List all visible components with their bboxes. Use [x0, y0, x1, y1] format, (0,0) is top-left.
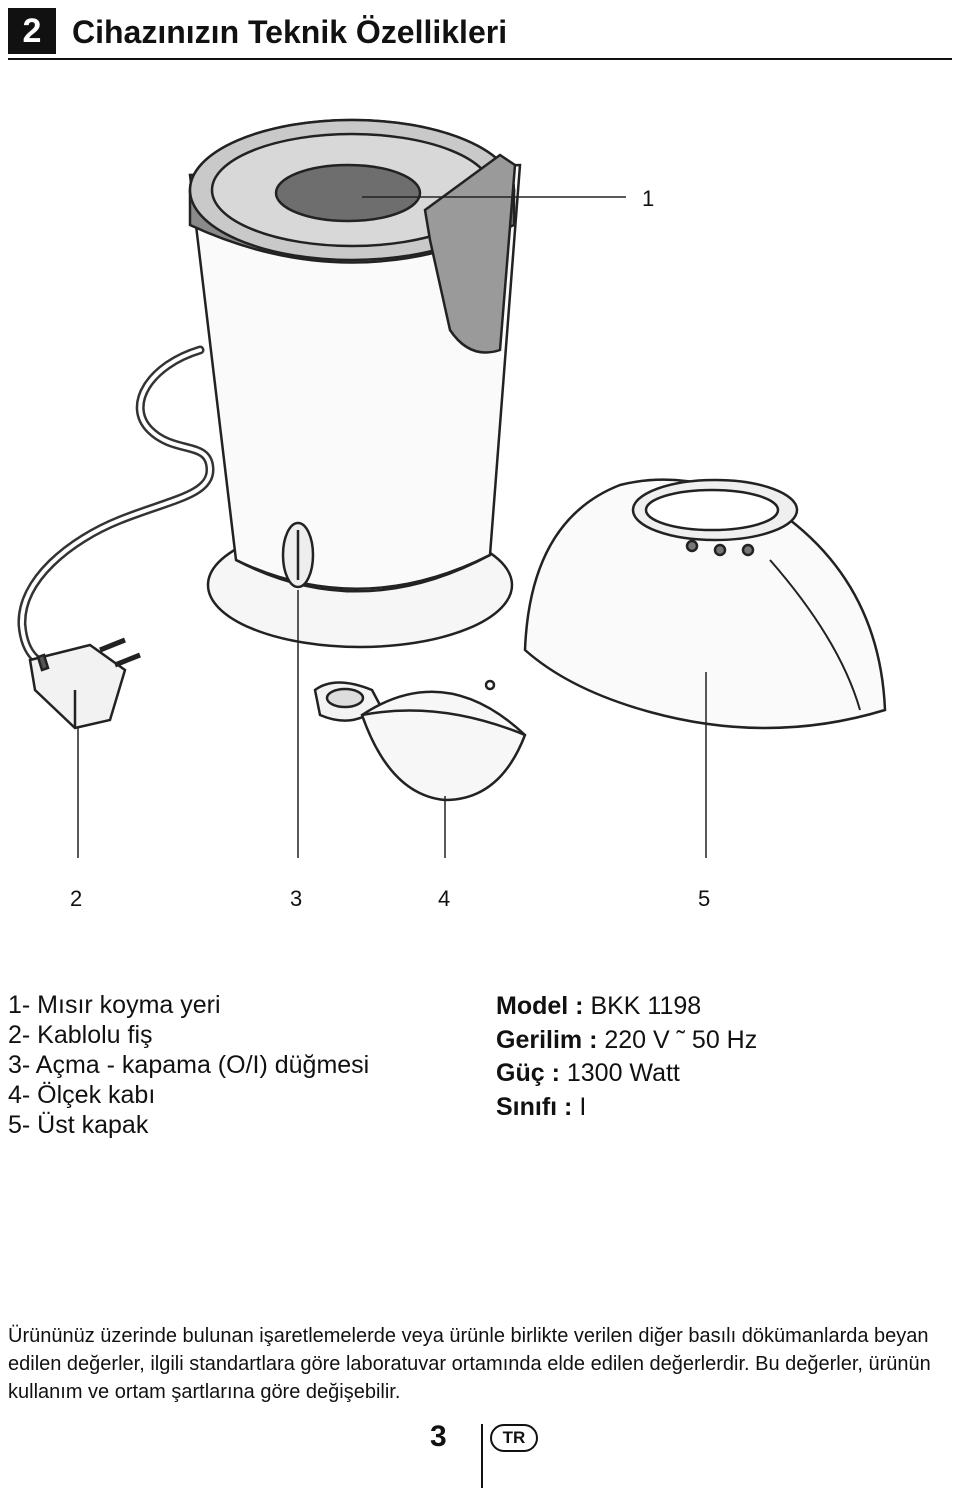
spec-value: 220 V ˜ 50 Hz — [597, 1025, 758, 1054]
disclaimer-note: Ürününüz üzerinde bulunan işaretlemelerd… — [8, 1325, 931, 1403]
top-lid — [523, 478, 887, 730]
callout-1: 1 — [642, 186, 655, 211]
page-title: Cihazınızın Teknik Özellikleri — [72, 14, 508, 50]
plug — [28, 637, 141, 730]
spec-value: 1300 Watt — [559, 1059, 680, 1087]
callout-2: 2 — [70, 886, 83, 911]
measuring-cup — [313, 679, 527, 802]
spec-label: Güç : — [496, 1059, 560, 1087]
popcorn-maker-illustration — [17, 118, 887, 858]
callout-4: 4 — [438, 886, 451, 911]
page-number: 3 — [430, 1420, 447, 1453]
spec-label: Gerilim : — [496, 1025, 598, 1054]
list-item: 1- Mısır koyma yeri — [8, 991, 221, 1019]
list-item: 3- Açma - kapama (O/I) düğmesi — [8, 1051, 370, 1079]
callout-5: 5 — [698, 886, 711, 911]
footer-divider — [481, 1424, 483, 1488]
spec-power: Güç : 1300 Watt — [496, 1057, 757, 1091]
section-header: 2 Cihazınızın Teknik Özellikleri — [8, 6, 952, 60]
power-cord — [17, 345, 215, 667]
language-badge: TR — [490, 1424, 538, 1452]
list-item: 5- Üst kapak — [8, 1111, 149, 1139]
spec-label: Model : — [496, 992, 584, 1020]
corn-inlet — [274, 163, 422, 223]
spec-label: Sınıfı : — [496, 1092, 573, 1121]
specs-list: Model : BKK 1198 Gerilim : 220 V ˜ 50 Hz… — [496, 990, 757, 1124]
parts-list: 1- Mısır koyma yeri 2- Kablolu fiş 3- Aç… — [8, 990, 369, 1140]
spec-voltage: Gerilim : 220 V ˜ 50 Hz — [496, 1024, 757, 1058]
spec-class: Sınıfı : I — [496, 1091, 757, 1125]
spec-value: BKK 1198 — [583, 992, 702, 1020]
chute — [423, 153, 517, 354]
list-item: 4- Ölçek kabı — [8, 1081, 156, 1109]
spec-model: Model : BKK 1198 — [496, 990, 757, 1024]
callout-3: 3 — [290, 886, 303, 911]
list-item: 2- Kablolu fiş — [8, 1021, 153, 1049]
spec-value: I — [572, 1092, 587, 1121]
section-number: 2 — [8, 8, 56, 54]
